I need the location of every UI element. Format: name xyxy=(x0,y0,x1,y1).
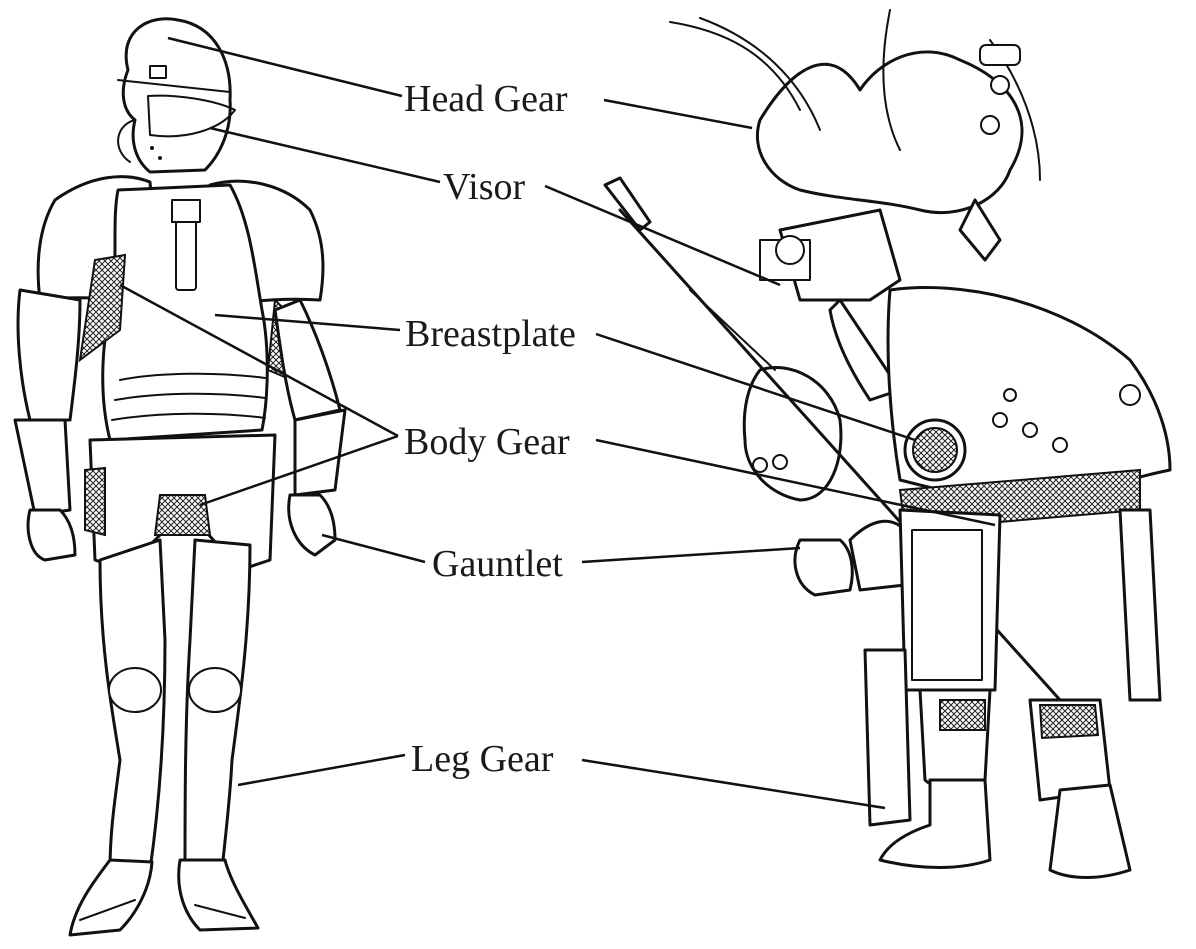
leader-leg-gear-right xyxy=(582,760,885,808)
knight-helmet xyxy=(118,19,235,172)
label-breastplate: Breastplate xyxy=(405,315,576,353)
leader-gauntlet-right xyxy=(582,548,800,562)
leader-head-gear-right xyxy=(604,100,752,128)
label-gauntlet: Gauntlet xyxy=(432,545,563,583)
label-head-gear: Head Gear xyxy=(404,80,568,118)
leader-leg-gear-left xyxy=(238,755,405,785)
label-leg-gear: Leg Gear xyxy=(411,740,553,778)
maya-warrior-figure xyxy=(605,10,1170,878)
leader-gauntlet-left xyxy=(322,535,425,562)
knight-figure xyxy=(15,19,345,935)
label-visor: Visor xyxy=(443,168,525,206)
leader-visor-right xyxy=(545,186,780,285)
label-body-gear: Body Gear xyxy=(404,423,570,461)
leader-visor-left xyxy=(210,128,440,182)
